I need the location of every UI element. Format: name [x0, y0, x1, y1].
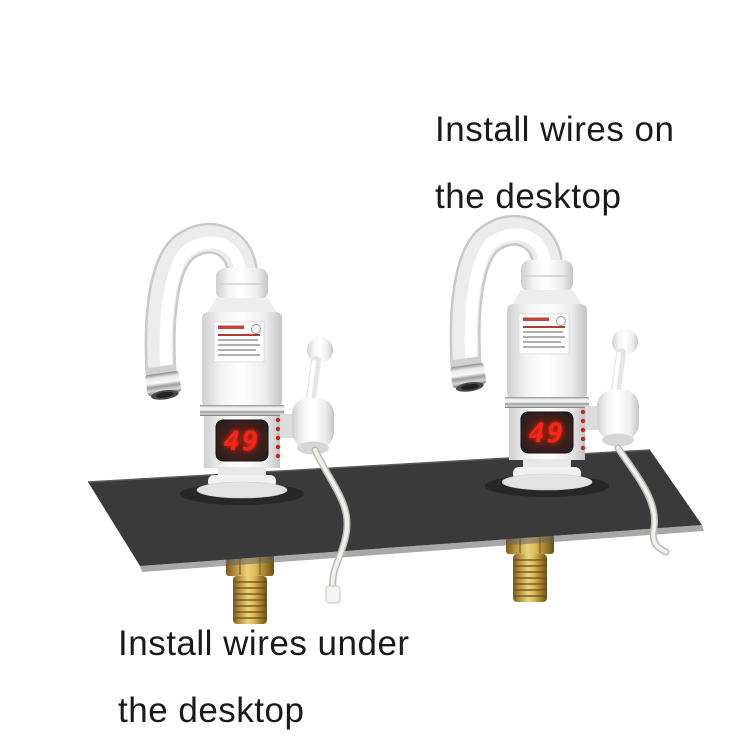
wire-connector	[325, 585, 341, 604]
caption-bottom-line2: the desktop	[118, 691, 305, 730]
power-wire-left	[311, 446, 351, 604]
faucet-left	[144, 238, 334, 498]
temperature-display-right: 49	[529, 418, 566, 449]
caption-top: Install wires on the desktop	[435, 96, 674, 230]
caption-top-line2: the desktop	[435, 177, 622, 216]
faucet-right	[449, 230, 639, 490]
mounting-board	[87, 449, 704, 572]
caption-bottom-line1: Install wires under	[118, 624, 410, 663]
temperature-display-left: 49	[224, 426, 261, 457]
caption-top-line1: Install wires on	[435, 110, 675, 149]
power-wire-right	[614, 444, 670, 556]
caption-bottom: Install wires under the desktop	[118, 610, 410, 744]
